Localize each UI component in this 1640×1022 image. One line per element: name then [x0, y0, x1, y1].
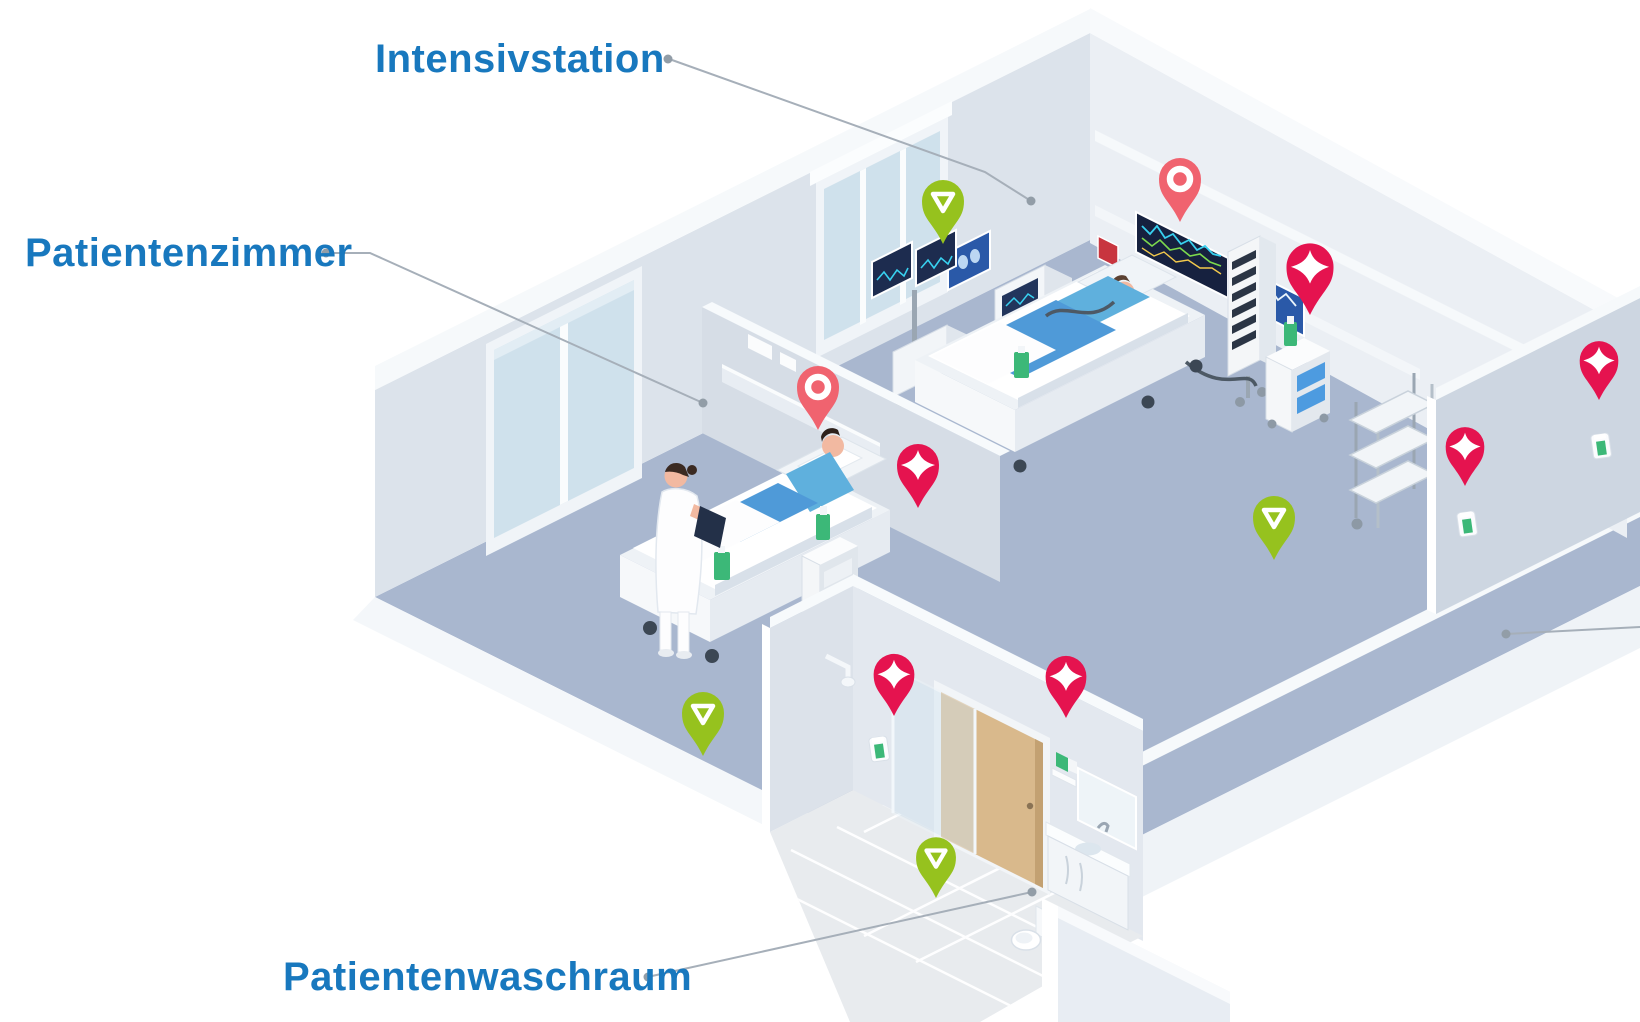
- wall-monitor-lungs: [947, 229, 991, 292]
- pin-icu-window: [922, 180, 964, 244]
- pin-icu-cabinet: [1286, 243, 1334, 315]
- pin-icu-monitor: [1159, 158, 1201, 222]
- door-handle: [1026, 802, 1034, 810]
- washroom-door: [934, 680, 1050, 895]
- washroom-front-wall: [1042, 898, 1230, 1022]
- patient-room-window: [486, 266, 642, 556]
- ne-wall-rail-upper: [1095, 130, 1627, 407]
- label-intensivstation: Intensivstation: [375, 37, 665, 81]
- pin-corridor-wall-right: [1579, 341, 1619, 400]
- pin-patient-bed: [797, 366, 839, 430]
- room-labels: Intensivstation Patientenzimmer Patiente…: [25, 37, 692, 999]
- ne-wall-cap: [1090, 8, 1627, 328]
- dispensers-layer: [868, 432, 1612, 763]
- label-patientenwaschraum: Patientenwaschraum: [283, 955, 692, 999]
- nw-wall-cap: [375, 9, 1090, 390]
- faucet: [1096, 821, 1110, 833]
- main-floor: [375, 240, 1427, 868]
- leader-patientenzimmer: [330, 252, 704, 404]
- dispenser-corridor-right: [1590, 432, 1612, 460]
- towel-shelf: [1051, 752, 1077, 788]
- dispenser-wash-shower: [868, 735, 890, 763]
- label-patientenzimmer: Patientenzimmer: [25, 231, 353, 275]
- corridor-floor: [1106, 517, 1640, 853]
- shower: [824, 653, 977, 856]
- leader-dots: [321, 54, 1511, 982]
- icu-bedside-cabinet: [1265, 316, 1330, 433]
- pin-patient-floor: [682, 692, 724, 756]
- leader-patientenwaschraum: [651, 891, 1033, 977]
- corridor-outer-plinth: [1106, 586, 1640, 915]
- icu-bed: [915, 254, 1258, 473]
- pins-layer: [682, 158, 1619, 898]
- leader-lines: [330, 59, 1640, 977]
- pin-wash-floor: [916, 837, 956, 898]
- leader-right-edge: [1505, 626, 1640, 635]
- pin-patient-bedside: [897, 444, 939, 508]
- ventilator-hose: [1044, 300, 1116, 318]
- dispenser-corridor-left: [1456, 510, 1478, 538]
- sink-vanity: [1045, 821, 1131, 931]
- washroom-mirror: [1077, 766, 1137, 851]
- leader-intensivstation: [671, 59, 1032, 202]
- patient-room: [620, 428, 890, 663]
- nurse-tablet: [694, 506, 726, 548]
- windows: [486, 101, 952, 556]
- infusion-tower: [1227, 235, 1276, 407]
- pin-icu-floor: [1253, 496, 1295, 560]
- pin-wash-shower: [873, 653, 915, 716]
- pin-wash-sink: [1045, 655, 1087, 718]
- trolley: [1348, 373, 1439, 530]
- nurse: [655, 462, 726, 659]
- pin-corridor-wall-left: [1445, 427, 1485, 486]
